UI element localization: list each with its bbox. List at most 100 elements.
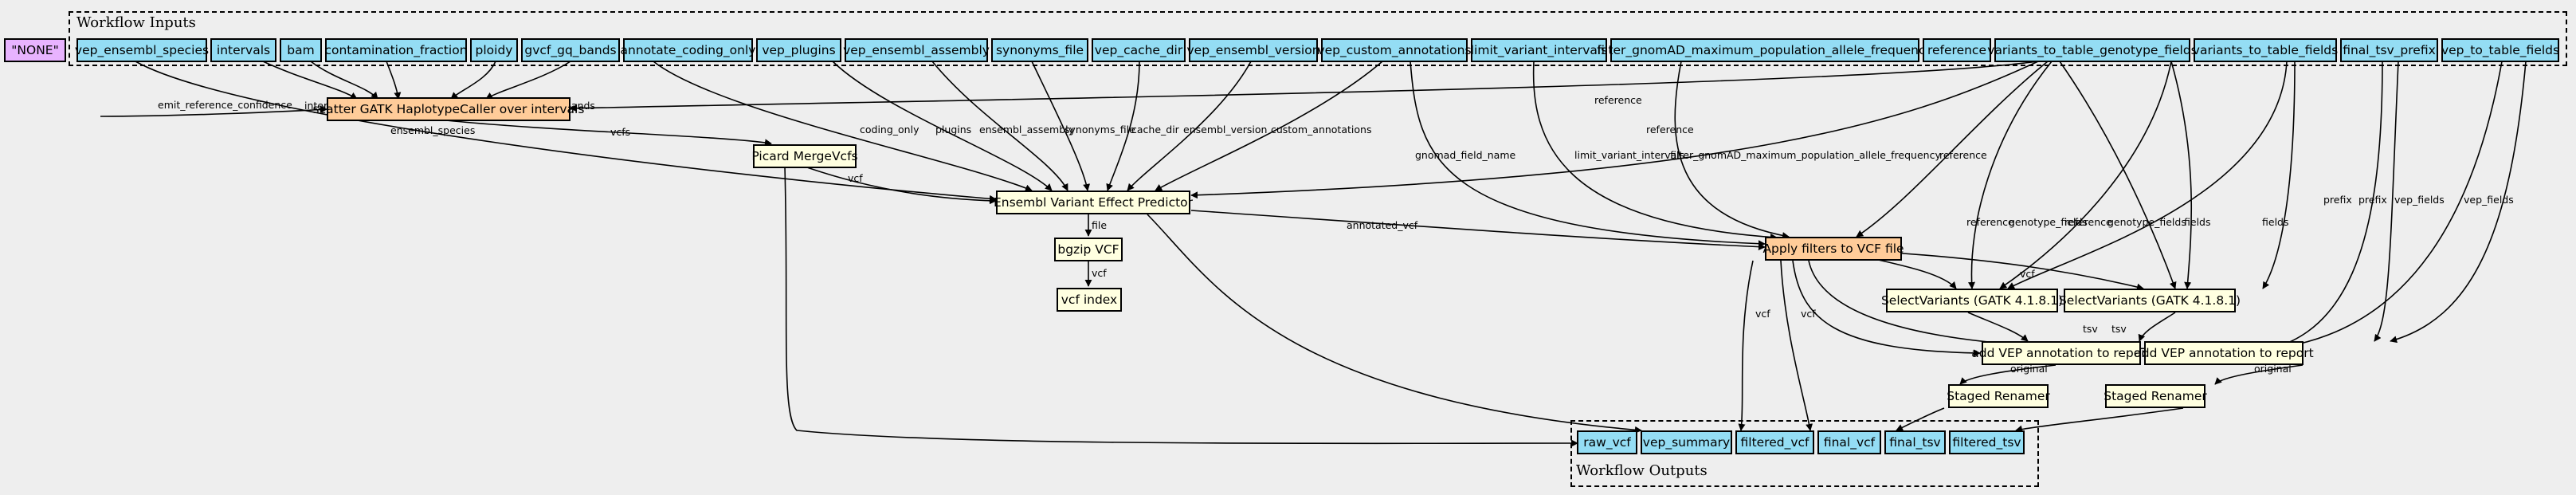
- task-vcf-index[interactable]: vcf index: [1057, 288, 1122, 312]
- input-vep-plugins[interactable]: vep_plugins: [756, 38, 841, 62]
- edge-addvep1-to-renamer1: [1959, 364, 2056, 385]
- task-haplotype-caller[interactable]: scatter GATK HaplotypeCaller over interv…: [313, 97, 584, 121]
- input-variants-to-table-genotype-fields[interactable]: variants_to_table_genotype_fields: [1987, 38, 2198, 62]
- edge-apply-to-addvep1: [1792, 260, 1981, 357]
- edge-label: cache_dir: [1131, 124, 1180, 136]
- input-ploidy[interactable]: ploidy: [470, 38, 518, 62]
- edge-synonyms-to-vep: [1031, 61, 1091, 191]
- input-reference[interactable]: reference: [1923, 38, 1991, 62]
- input-final-tsv-prefix[interactable]: final_tsv_prefix: [2340, 38, 2438, 62]
- edge-label: ensembl_species: [390, 124, 475, 136]
- edge-label: prefix: [2358, 194, 2387, 206]
- edge-label: tsv: [2083, 323, 2098, 335]
- task-bgzip-vcf[interactable]: bgzip VCF: [1054, 238, 1123, 261]
- output-vep-summary[interactable]: vep_summary: [1641, 430, 1732, 454]
- edge-label: ensembl_version: [1183, 124, 1267, 136]
- workflow-inputs-title: Workflow Inputs: [76, 14, 196, 31]
- task-ensembl-vep[interactable]: Ensembl Variant Effect Predictor: [994, 191, 1193, 214]
- edge-label: vcf: [1755, 308, 1770, 320]
- edge-sv2-to-addvep2: [2138, 312, 2176, 342]
- edge-label: synonyms_file: [1065, 124, 1135, 136]
- input-vep-ensembl-assembly[interactable]: vep_ensembl_assembly: [843, 38, 990, 62]
- edge-label: vcf: [1801, 308, 1816, 320]
- input-filter-gnomad-freq[interactable]: filter_gnomAD_maximum_population_allele_…: [1597, 38, 1933, 62]
- edge-hc-to-merge: [445, 120, 772, 147]
- workflow-inputs-cluster: [69, 11, 2567, 66]
- edge-assembly-to-vep: [931, 61, 1068, 191]
- edge-label: tsv: [2111, 323, 2127, 335]
- input-contamination-fraction[interactable]: contamination_fraction: [324, 38, 468, 62]
- edge-label: vcf: [2020, 268, 2035, 280]
- task-add-vep-annotation-2[interactable]: add VEP annotation to report: [2134, 341, 2314, 365]
- task-staged-renamer-1[interactable]: Staged Renamer: [1947, 384, 2050, 408]
- edge-prefix-to-addvep2: [2374, 61, 2399, 342]
- edge-ref-to-sv2: [2059, 61, 2177, 289]
- edge-vep-to-apply: [1190, 210, 1766, 251]
- edge-apply-to-filteredvcf: [1738, 260, 1754, 431]
- edge-limit-to-apply: [1532, 61, 1778, 241]
- workflow-outputs-cluster: [1570, 420, 2039, 487]
- edge-fields-to-sv2: [2262, 61, 2296, 289]
- edge-label: custom_annotations: [1271, 124, 1371, 136]
- edge-none-to-hc: [100, 105, 327, 117]
- edge-label: plugins: [935, 124, 971, 136]
- edge-custom-to-vep: [1155, 61, 1383, 191]
- edge-ref-to-sv1: [1968, 61, 2053, 289]
- output-filtered-vcf[interactable]: filtered_vcf: [1735, 430, 1814, 454]
- task-picard-merge-vcfs[interactable]: Picard MergeVcfs: [751, 144, 858, 168]
- edge-cache-to-vep: [1106, 61, 1140, 191]
- input-vep-custom-annotations[interactable]: vep_custom_annotations: [1317, 38, 1472, 62]
- edge-label: reference: [1594, 94, 1642, 106]
- input-synonyms-file[interactable]: synonyms_file: [991, 38, 1088, 62]
- edge-label: file: [1092, 219, 1107, 231]
- edge-label: vcf: [1092, 267, 1107, 279]
- output-final-vcf[interactable]: final_vcf: [1817, 430, 1881, 454]
- edge-gvcf-to-hc: [485, 61, 571, 100]
- edge-label: filter_gnomAD_maximum_population_allele_…: [1670, 149, 1941, 161]
- edge-label: original: [2010, 363, 2048, 375]
- edge-renamer2-to-filteredtsv: [2015, 407, 2184, 433]
- edge-label: vcfs: [610, 126, 630, 138]
- input-gvcf-gq-bands[interactable]: gvcf_gq_bands: [521, 38, 620, 62]
- edge-label: vep_fields: [2464, 194, 2514, 206]
- task-add-vep-annotation-1[interactable]: add VEP annotation to report: [1971, 341, 2151, 365]
- input-vep-to-table-fields[interactable]: vep_to_table_fields: [2441, 38, 2559, 62]
- edge-label: limit_variant_intervals: [1574, 149, 1684, 161]
- edge-fields-to-sv1: [2007, 61, 2288, 289]
- edge-apply-to-sv2: [1880, 251, 2144, 291]
- edge-vepfields-to-addvep2: [2390, 61, 2527, 344]
- edge-label: genotype_fields: [2107, 216, 2186, 228]
- input-annotate-coding-only[interactable]: annotate_coding_only: [621, 38, 755, 62]
- task-select-variants-2[interactable]: SelectVariants (GATK 4.1.8.1): [2059, 289, 2241, 312]
- none-literal-node[interactable]: "NONE": [4, 38, 66, 62]
- edge-contam-to-hc: [386, 61, 402, 100]
- output-raw-vcf[interactable]: raw_vcf: [1577, 430, 1637, 454]
- edge-label: fields: [2184, 216, 2210, 228]
- output-filtered-tsv[interactable]: filtered_tsv: [1949, 430, 2025, 454]
- edge-label: annotated_vcf: [1347, 219, 1418, 231]
- edge-plugins-to-vep: [832, 61, 1053, 191]
- edge-label: vcf: [848, 172, 863, 184]
- edge-label: reference: [2064, 216, 2112, 228]
- input-intervals[interactable]: intervals: [210, 38, 276, 62]
- task-staged-renamer-2[interactable]: Staged Renamer: [2104, 384, 2207, 408]
- edge-version-to-vep: [1127, 61, 1252, 191]
- edge-gt-to-sv2: [2170, 61, 2193, 289]
- task-select-variants-1[interactable]: SelectVariants (GATK 4.1.8.1): [1881, 289, 2063, 312]
- edge-custom-to-apply: [1410, 61, 1766, 248]
- input-limit-variant-intervals[interactable]: limit_variant_intervals: [1471, 38, 1607, 62]
- task-apply-filters[interactable]: Apply filters to VCF file: [1762, 237, 1904, 261]
- edge-label: reference: [1646, 124, 1694, 136]
- input-bam[interactable]: bam: [280, 38, 322, 62]
- input-variants-to-table-fields[interactable]: variants_to_table_fields: [2193, 38, 2338, 62]
- edge-merge-to-vep: [804, 166, 997, 205]
- edge-label: reference: [1939, 149, 1987, 161]
- edge-label: ensembl_assembly: [979, 124, 1075, 136]
- input-vep-cache-dir[interactable]: vep_cache_dir: [1092, 38, 1186, 62]
- input-vep-ensembl-species[interactable]: vep_ensembl_species: [75, 38, 209, 62]
- edge-ploidy-to-hc: [450, 61, 496, 100]
- output-final-tsv[interactable]: final_tsv: [1884, 430, 1946, 454]
- edge-label: emit_reference_confidence: [158, 99, 292, 111]
- workflow-outputs-title: Workflow Outputs: [1576, 462, 1708, 479]
- input-vep-ensembl-version[interactable]: vep_ensembl_version: [1186, 38, 1320, 62]
